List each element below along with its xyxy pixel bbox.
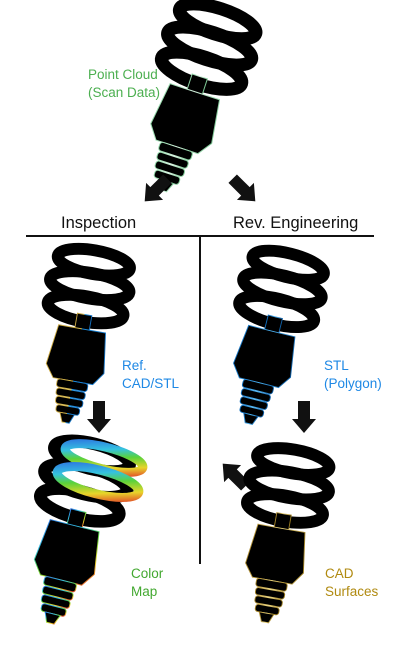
arrow-down-icon [87,401,111,433]
arrow-down-icon [292,401,316,433]
ref-cad-stl-label: Ref. CAD/STL [122,358,180,391]
point-cloud-label: Point Cloud (Scan Data) [88,67,161,100]
cad-surfaces-label: CAD Surfaces [325,566,379,599]
bulb-ref-cad-icon [26,243,136,429]
bulb-stl-icon [210,244,331,433]
bulb-point-cloud-icon [121,0,264,204]
color-map-label: Color Map [131,566,164,599]
inspection-heading: Inspection [61,214,137,232]
color-map-coil-highlight [52,439,148,502]
bulb-cad-surfaces-icon [225,443,335,629]
stl-polygon-label: STL (Polygon) [324,358,382,391]
arrow-down-right-icon [224,170,264,210]
rev-engineering-heading: Rev. Engineering [233,214,359,232]
